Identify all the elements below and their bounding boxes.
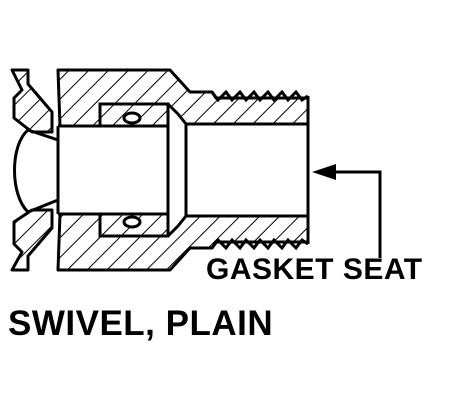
sleeve-ring-bottom bbox=[122, 215, 142, 229]
flare-nut-upper bbox=[10, 68, 54, 134]
figure-caption: SWIVEL, PLAIN bbox=[8, 304, 274, 343]
fitting-bore bbox=[56, 96, 310, 244]
flare-seat-curve bbox=[13, 128, 30, 214]
body-upper-section bbox=[56, 68, 310, 128]
gasket-seat-label: GASKET SEAT bbox=[206, 253, 423, 286]
fitting-body-upper bbox=[56, 68, 310, 128]
inner-sleeve bbox=[98, 102, 170, 238]
arrowhead-icon bbox=[312, 164, 336, 180]
flare-nut-lower bbox=[10, 208, 54, 272]
leader-line bbox=[330, 170, 382, 258]
sleeve-ring-top bbox=[122, 111, 142, 125]
left-flare-nut bbox=[10, 68, 60, 272]
thread-teeth-bottom bbox=[210, 237, 309, 251]
thread-teeth-top bbox=[210, 89, 309, 103]
gasket-seat-leader bbox=[312, 164, 382, 258]
flare-cone bbox=[27, 128, 60, 214]
